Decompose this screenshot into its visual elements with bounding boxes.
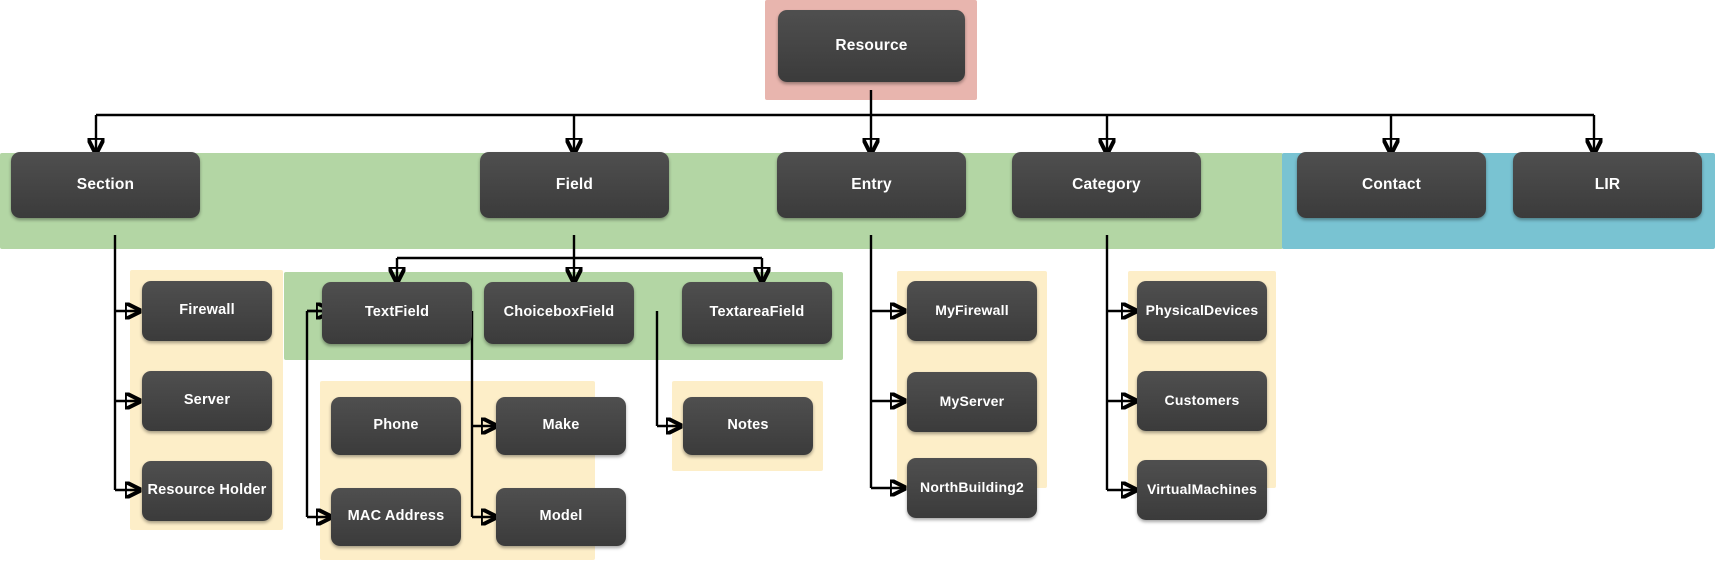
node-physicaldevices[interactable]: PhysicalDevices <box>1137 281 1267 341</box>
node-textfield[interactable]: TextField <box>322 282 472 344</box>
node-myserver[interactable]: MyServer <box>907 372 1037 432</box>
node-textareafield[interactable]: TextareaField <box>682 282 832 344</box>
node-choiceboxfield[interactable]: ChoiceboxField <box>484 282 634 344</box>
node-myfirewall[interactable]: MyFirewall <box>907 281 1037 341</box>
node-customers-label: Customers <box>1164 392 1240 409</box>
node-entry-label: Entry <box>851 176 892 194</box>
node-section[interactable]: Section <box>11 152 200 218</box>
node-choiceboxfield-label: ChoiceboxField <box>503 304 615 321</box>
node-mac-address[interactable]: MAC Address <box>331 488 461 546</box>
node-resource-holder-label: Resource Holder <box>147 482 267 499</box>
node-physicaldevices-label: PhysicalDevices <box>1145 302 1259 319</box>
node-phone[interactable]: Phone <box>331 397 461 455</box>
node-contact-label: Contact <box>1361 176 1422 194</box>
node-section-label: Section <box>76 176 135 194</box>
node-server-label: Server <box>183 392 231 409</box>
node-customers[interactable]: Customers <box>1137 371 1267 431</box>
node-mac-address-label: MAC Address <box>347 508 445 525</box>
node-firewall-label: Firewall <box>179 302 235 319</box>
node-notes-label: Notes <box>727 417 769 434</box>
node-virtualmachines[interactable]: VirtualMachines <box>1137 460 1267 520</box>
node-resource-label: Resource <box>835 37 908 55</box>
node-textareafield-label: TextareaField <box>709 304 805 321</box>
node-lir-label: LIR <box>1594 176 1621 194</box>
node-virtualmachines-label: VirtualMachines <box>1146 481 1258 498</box>
node-northbuilding2[interactable]: NorthBuilding2 <box>907 458 1037 518</box>
node-phone-label: Phone <box>373 417 419 434</box>
node-field[interactable]: Field <box>480 152 669 218</box>
node-myfirewall-label: MyFirewall <box>935 302 1009 319</box>
node-model-label: Model <box>539 508 583 525</box>
node-entry[interactable]: Entry <box>777 152 966 218</box>
node-firewall[interactable]: Firewall <box>142 281 272 341</box>
node-model[interactable]: Model <box>496 488 626 546</box>
node-category[interactable]: Category <box>1012 152 1201 218</box>
node-field-label: Field <box>555 176 594 194</box>
node-myserver-label: MyServer <box>939 393 1005 410</box>
node-contact[interactable]: Contact <box>1297 152 1486 218</box>
node-northbuilding2-label: NorthBuilding2 <box>920 479 1024 496</box>
node-notes[interactable]: Notes <box>683 397 813 455</box>
node-make[interactable]: Make <box>496 397 626 455</box>
node-textfield-label: TextField <box>364 304 430 321</box>
node-lir[interactable]: LIR <box>1513 152 1702 218</box>
node-category-label: Category <box>1072 176 1141 194</box>
node-make-label: Make <box>542 417 580 434</box>
node-server[interactable]: Server <box>142 371 272 431</box>
node-resource-holder[interactable]: Resource Holder <box>142 461 272 521</box>
node-resource[interactable]: Resource <box>778 10 965 82</box>
